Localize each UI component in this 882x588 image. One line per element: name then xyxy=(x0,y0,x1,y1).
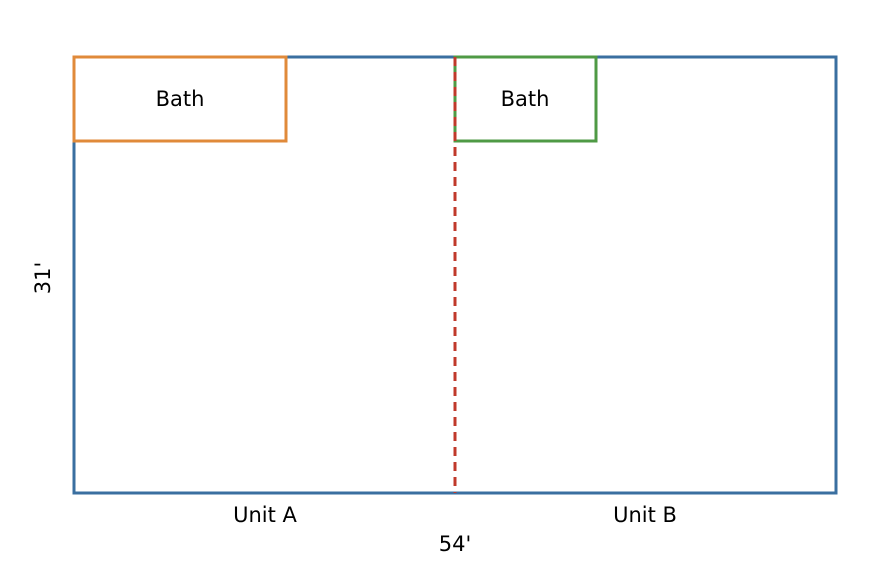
bath-b-label: Bath xyxy=(501,87,550,111)
unit-b-label: Unit B xyxy=(613,503,677,527)
unit-a-label: Unit A xyxy=(233,503,297,527)
bath-b-outline xyxy=(453,55,598,143)
height-dimension-label: 31' xyxy=(31,262,55,295)
bath-a-outline xyxy=(72,55,288,143)
width-dimension-label: 54' xyxy=(439,532,472,556)
bath-a-label: Bath xyxy=(156,87,205,111)
